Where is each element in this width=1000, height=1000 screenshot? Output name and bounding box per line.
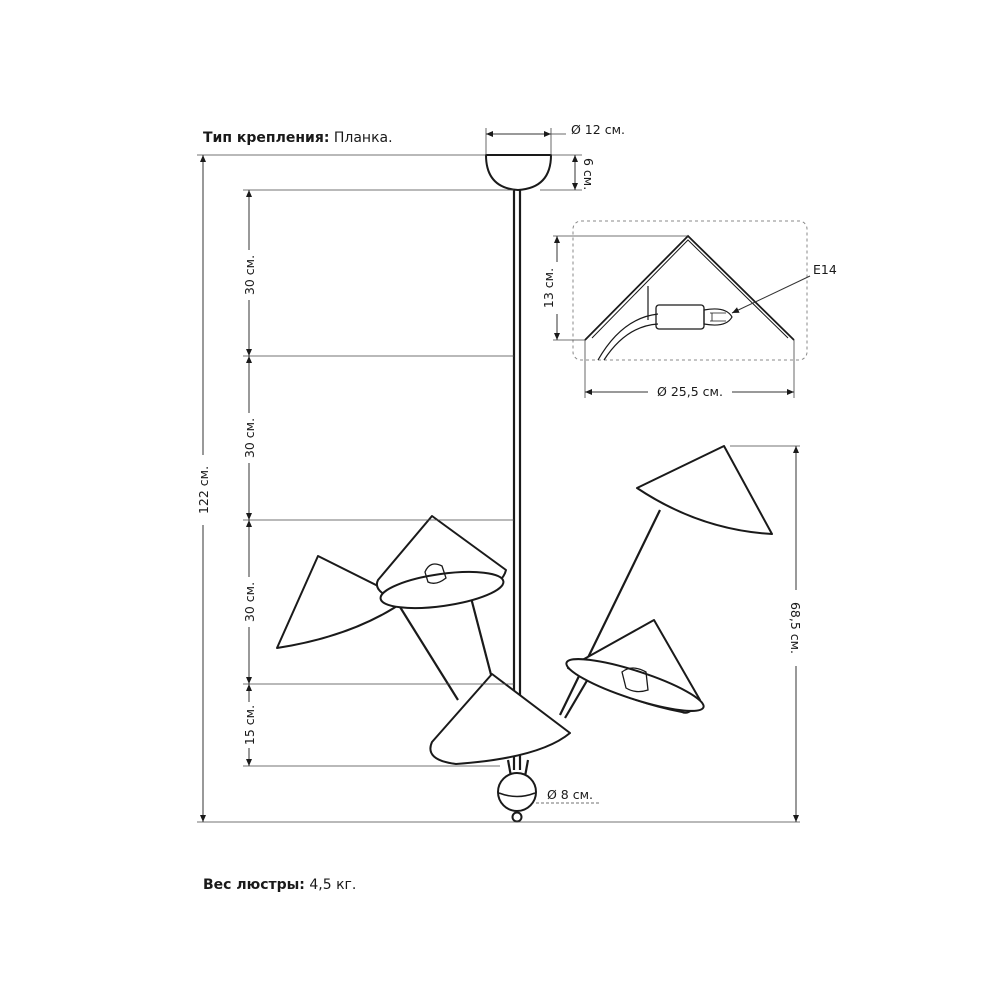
- shade-detail-outline: [584, 234, 795, 341]
- shade-detail-frame: [572, 220, 808, 361]
- ball-diameter-label: Ø 8 см.: [547, 787, 593, 802]
- shade-detail-filament: [710, 312, 726, 322]
- segment-3-label: 30 см.: [242, 582, 257, 622]
- bottom-finial: [511, 811, 523, 823]
- segment-3-label-bg: [236, 577, 262, 627]
- arm-upper-right: [559, 509, 661, 716]
- bulb-right-icon: [621, 667, 649, 693]
- canopy-diameter-label: Ø 12 см.: [571, 122, 625, 137]
- shade-bottom: [429, 673, 571, 765]
- weight-value: 4,5 кг.: [309, 877, 357, 893]
- shade-diameter-label-bg: [648, 382, 732, 400]
- segment-2-label: 30 см.: [242, 418, 257, 458]
- bulb-upper-left-icon: [424, 563, 447, 584]
- weight-label: Вес люстры:: [203, 877, 305, 893]
- segment-1-label-bg: [236, 250, 262, 300]
- mount-type-label: Тип крепления:: [203, 130, 330, 146]
- socket-leader: [731, 275, 811, 314]
- segment-2-label-bg: [236, 413, 262, 463]
- shade-detail-bulb-icon: [703, 308, 733, 326]
- segment-4-label: 15 см.: [242, 705, 257, 745]
- shade-upper-right: [636, 445, 773, 535]
- bottom-ball: [497, 772, 537, 812]
- shade-detail-inner: [591, 239, 789, 339]
- segment-1-label: 30 см.: [242, 255, 257, 295]
- shade-detail-cable: [597, 313, 659, 361]
- shade-right-rim: [565, 658, 705, 712]
- total-height-label: 122 см.: [196, 466, 211, 514]
- ceiling-canopy: [485, 154, 552, 191]
- arms-height-label: 68,5 см.: [788, 602, 803, 654]
- mount-type-note: Тип крепления: Планка.: [203, 130, 393, 146]
- segment-4-label-bg: [236, 702, 262, 748]
- arm-left: [399, 606, 459, 701]
- total-height-label-bg: [190, 455, 216, 525]
- shade-height-label-bg: [544, 262, 570, 314]
- shade-height-label: 13 см.: [541, 268, 556, 308]
- canopy-height-label: 6 см.: [581, 158, 596, 190]
- shade-detail-socket: [655, 304, 705, 330]
- arms-height-label-bg: [783, 590, 809, 666]
- shade-detail-cable-2: [603, 323, 659, 361]
- bottom-ball-band: [498, 792, 536, 798]
- mount-type-value: Планка.: [333, 130, 393, 146]
- shade-upper-left-rim: [379, 570, 505, 610]
- weight-note: Вес люстры: 4,5 кг.: [203, 877, 356, 893]
- socket-type-label: E14: [813, 262, 837, 277]
- shade-diameter-label: Ø 25,5 см.: [657, 384, 723, 399]
